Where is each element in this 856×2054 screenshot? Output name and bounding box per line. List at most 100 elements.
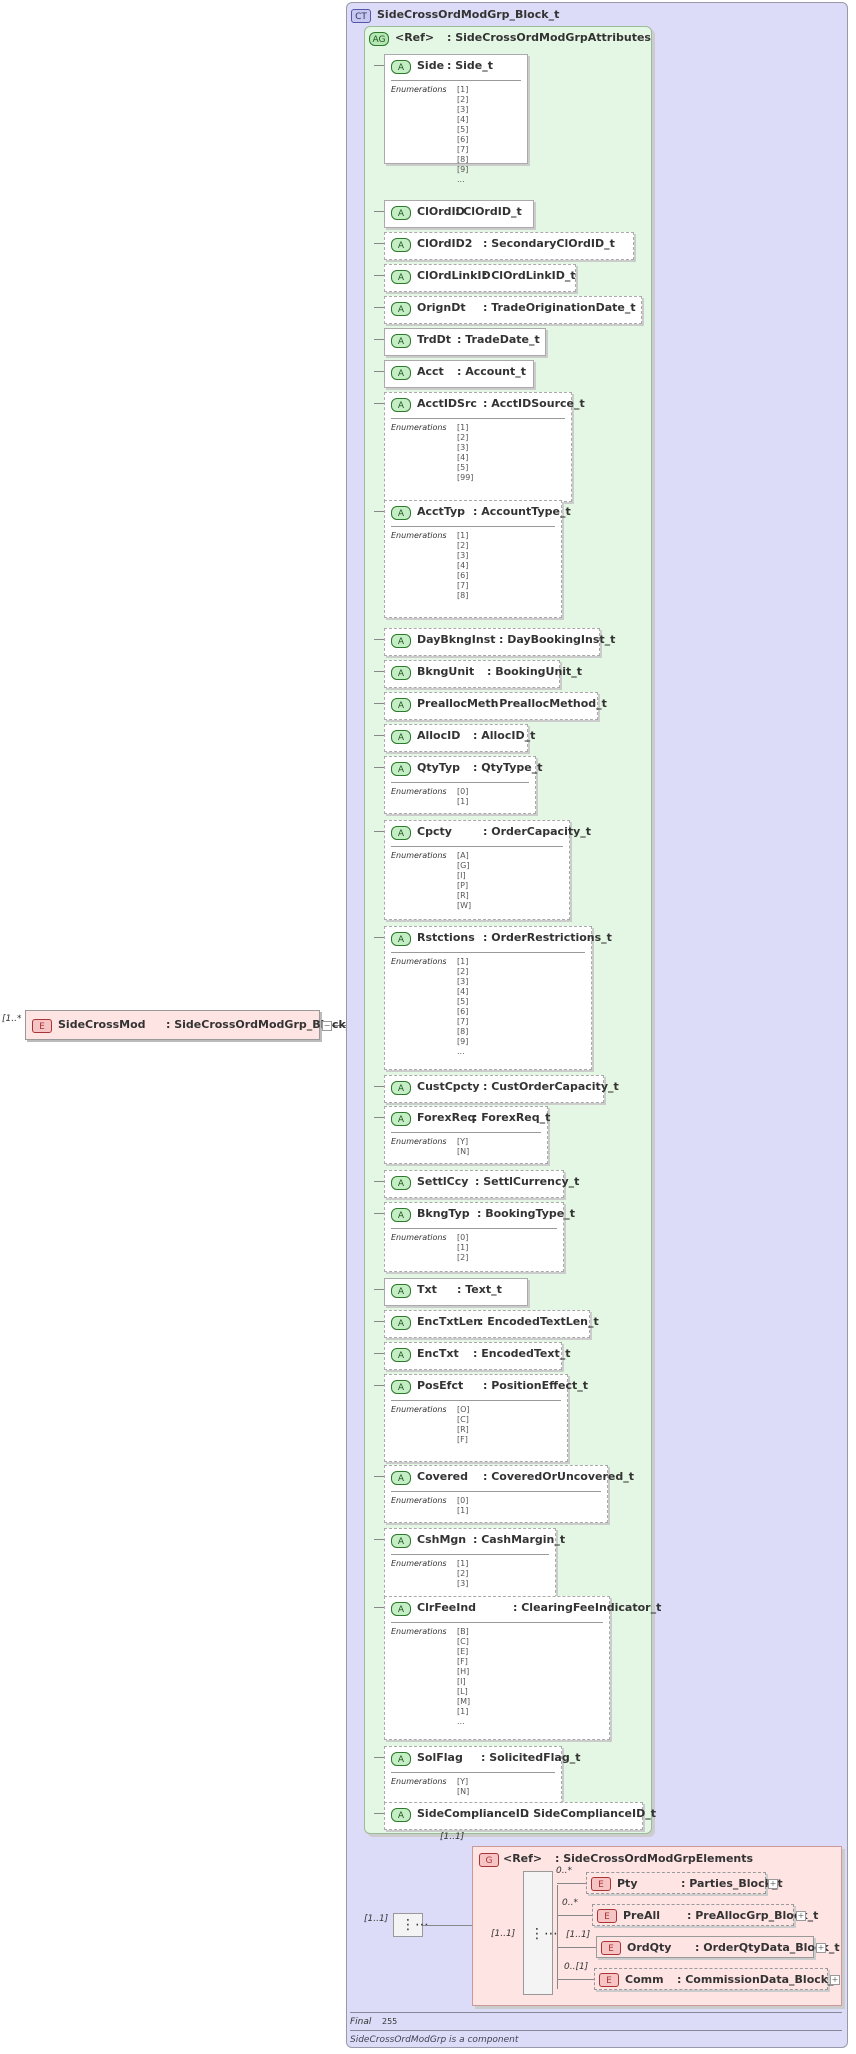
footer-divider (350, 2012, 842, 2013)
attribute-icon: A (391, 1471, 411, 1485)
enumeration-divider (391, 952, 585, 953)
attribute-connector (374, 243, 384, 244)
final-label: Final (350, 2017, 372, 2027)
collapse-icon[interactable]: − (322, 1021, 332, 1031)
attribute-connector (374, 371, 384, 372)
sequence-multiplicity: [1..1] (364, 1914, 389, 1924)
attribute-icon: A (391, 698, 411, 712)
final-value: 255 (382, 2017, 398, 2026)
enumeration-divider (391, 782, 529, 783)
attribute-name: SettlCcy (417, 1175, 469, 1188)
attribute-connector (374, 65, 384, 66)
attribute-type: : EncodedText_t (473, 1347, 571, 1360)
attribute-connector (374, 1353, 384, 1354)
attribute-type: : DayBookingInst_t (499, 633, 616, 646)
inner-sequence-compositor[interactable]: ⋮⋯ (523, 1871, 558, 1995)
enumeration-values: [0] [1] [2] (457, 1233, 469, 1262)
sequence-icon: ⋮⋯ (401, 1917, 429, 1933)
attribute-connector (374, 1757, 384, 1758)
attribute-icon: A (391, 1284, 411, 1298)
expand-icon[interactable]: + (796, 1911, 806, 1921)
enumeration-divider (391, 1554, 549, 1555)
sequence-compositor[interactable]: ⋮⋯ (393, 1913, 429, 1937)
attribute-type: : SettlCurrency_t (475, 1175, 580, 1188)
attribute-connector (374, 671, 384, 672)
attribute-name: PreallocMeth (417, 697, 499, 710)
attribute-icon: A (391, 506, 411, 520)
expand-icon[interactable]: + (768, 1879, 778, 1889)
root-element-name: SideCrossMod (58, 1018, 146, 1031)
expand-icon[interactable]: + (816, 1943, 826, 1953)
attribute-type: : SideComplianceID_t (525, 1807, 656, 1820)
element-icon: E (601, 1941, 621, 1955)
enumerations-label: Enumerations (391, 1137, 447, 1146)
attribute-icon: A (391, 1534, 411, 1548)
attribute-name: CustCpcty (417, 1080, 480, 1093)
attribute-type: : OrderCapacity_t (483, 825, 592, 838)
attribute-connector (374, 1086, 384, 1087)
enumeration-values: [1] [2] [3] [4] [5] [6] [7] [8] [9] ... (457, 957, 469, 1056)
attribute-icon: A (391, 238, 411, 252)
enumerations-label: Enumerations (391, 1233, 447, 1242)
enumeration-values: [1] [2] [3] [4] [5] [99] (457, 423, 474, 482)
complex-type-title: SideCrossOrdModGrp_Block_t (377, 8, 560, 21)
inner-seq-spine (557, 1885, 558, 1989)
group-element-multiplicity: 0..[1] (564, 1962, 589, 1972)
attribute-name: ClrFeeInd (417, 1601, 477, 1614)
group-element-multiplicity: 0..* (556, 1866, 572, 1876)
expand-icon[interactable]: + (830, 1975, 840, 1985)
attribute-name: ClOrdID (417, 205, 465, 218)
enumeration-divider (391, 1400, 561, 1401)
group-element-name: PreAll (623, 1909, 661, 1922)
attribute-icon: A (391, 1081, 411, 1095)
attribute-type: : ClOrdLinkID_t (483, 269, 576, 282)
root-element[interactable]: E SideCrossMod : SideCrossOrdModGrp_Bloc… (25, 1010, 357, 1040)
group-element-type: : CommissionData_Block_t (677, 1973, 839, 1986)
attribute-name: BkngUnit (417, 665, 475, 678)
attribute-connector (374, 639, 384, 640)
attribute-connector (374, 1289, 384, 1290)
attribute-connector (374, 703, 384, 704)
seq-group-connector (423, 1925, 473, 1926)
attribute-icon: A (391, 730, 411, 744)
attribute-group-type: : SideCrossOrdModGrpAttributes (447, 31, 651, 44)
attribute-connector (374, 339, 384, 340)
inner-sequence-icon: ⋮⋯ (530, 1926, 558, 1942)
footer-note: SideCrossOrdModGrp is a component (350, 2035, 519, 2045)
attribute-type: : OrderRestrictions_t (483, 931, 612, 944)
attribute-icon: A (391, 206, 411, 220)
